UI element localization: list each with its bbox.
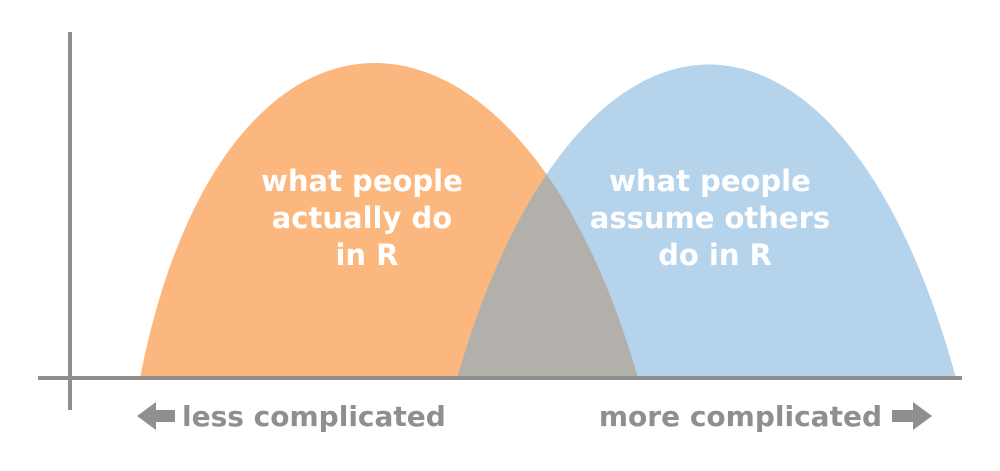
actual-curve-label: what people actually do in R xyxy=(261,164,473,272)
assumed-curve-label-line: do in R xyxy=(658,238,772,272)
more-complicated-caption: more complicated xyxy=(599,400,882,433)
assumed-curve-label-line: what people xyxy=(609,164,811,198)
less-complicated-caption: less complicated xyxy=(182,400,446,433)
assumed-curve-label: what people assume others do in R xyxy=(590,164,841,272)
actual-curve-label-line: in R xyxy=(335,238,398,272)
assumed-curve-label-line: assume others xyxy=(590,201,830,235)
arrow-left-icon xyxy=(137,402,175,430)
arrow-right-icon xyxy=(892,402,932,430)
actual-curve-label-line: actually do xyxy=(272,201,452,235)
actual-curve-label-line: what people xyxy=(261,164,463,198)
